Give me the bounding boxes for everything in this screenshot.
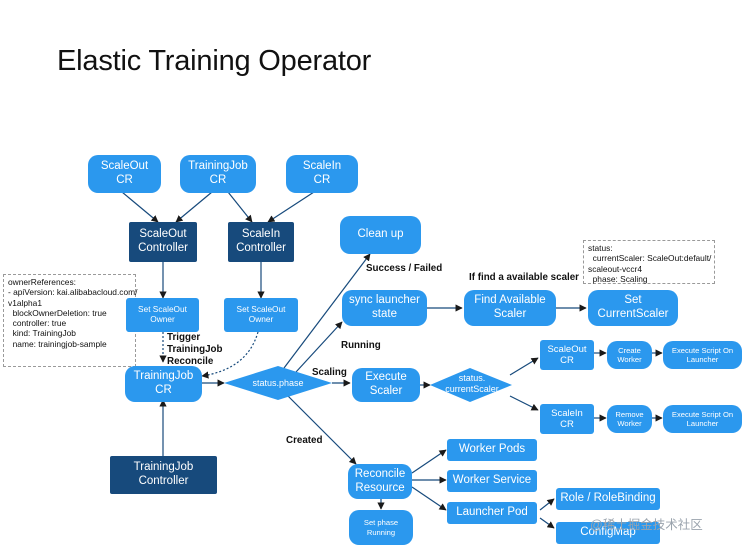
edge-phase-to-sync	[295, 321, 343, 373]
remove-worker-node: Remove Worker	[607, 405, 652, 433]
create-worker-node: Create Worker	[607, 341, 652, 369]
page-title: Elastic Training Operator	[57, 45, 372, 77]
status-note: status: currentScaler: ScaleOut:default/…	[583, 240, 715, 284]
status-current-scaler-label: status. currentScaler	[445, 373, 499, 395]
scalein-cr-top-node: ScaleIn CR	[286, 155, 358, 193]
branch-scalein-cr-node: ScaleIn CR	[540, 404, 594, 434]
scalein-controller-node: ScaleIn Controller	[228, 222, 294, 262]
edge-trainingjob-cr-to-scaleout-controller	[175, 191, 213, 223]
clean-up-node: Clean up	[340, 216, 421, 254]
edge-launcher-to-role	[539, 498, 555, 511]
if-find-scaler-label: If find a available scaler	[469, 272, 579, 283]
branch-scaleout-cr-node: ScaleOut CR	[540, 340, 594, 370]
running-label: Running	[341, 340, 381, 351]
worker-service-node: Worker Service	[447, 470, 537, 492]
reconcile-resource-node: Reconcile Resource	[348, 464, 412, 499]
scaling-label: Scaling	[312, 367, 347, 378]
sync-launcher-state-node: sync launcher state	[342, 290, 427, 326]
edge-phase-to-reconcile	[287, 395, 357, 465]
edge-launcher-to-configmap	[539, 517, 555, 529]
owner-references-note: ownerReferences: - apiVersion: kai.aliba…	[3, 274, 137, 367]
find-available-scaler-node: Find Available Scaler	[464, 290, 556, 326]
watermark: @稀土掘金技术社区	[590, 518, 703, 532]
edge-current-to-scalein	[509, 395, 539, 411]
edge-current-to-scaleout	[509, 357, 539, 376]
scaleout-controller-node: ScaleOut Controller	[129, 222, 197, 262]
trainingjob-cr-top-node: TrainingJob CR	[180, 155, 256, 193]
edge-scalein-owner-to-trainingjob-cr	[201, 331, 259, 379]
created-label: Created	[286, 435, 323, 446]
launcher-pod-node: Launcher Pod	[447, 502, 537, 524]
execute-script-launcher-2-node: Execute Script On Launcher	[663, 405, 742, 433]
status-phase-label: status.phase	[252, 378, 304, 388]
configmap-node: ConfigMap	[556, 522, 660, 544]
edge-scaleout-cr-to-controller	[121, 191, 159, 223]
trainingjob-cr-node: TrainingJob CR	[125, 366, 202, 402]
set-scaleout-owner-node: Set ScaleOut Owner	[126, 298, 199, 332]
trigger-label: Trigger TrainingJob Reconcile	[167, 332, 223, 368]
worker-pods-node: Worker Pods	[447, 439, 537, 461]
edge-reconcile-to-worker-pods	[411, 449, 447, 474]
role-binding-node: Role / RoleBinding	[556, 488, 660, 510]
execute-scaler-node: Execute Scaler	[352, 368, 420, 402]
edge-trainingjob-cr-to-scalein-controller	[227, 191, 253, 223]
edge-scalein-cr-to-controller	[267, 191, 315, 223]
trainingjob-controller-node: TrainingJob Controller	[110, 456, 217, 494]
edge-reconcile-to-launcher-pod	[411, 486, 447, 511]
success-failed-label: Success / Failed	[366, 263, 443, 274]
scaleout-cr-node: ScaleOut CR	[88, 155, 161, 193]
status-current-scaler-diamond	[430, 368, 512, 402]
edge-phase-to-cleanup	[283, 253, 371, 369]
execute-script-launcher-1-node: Execute Script On Launcher	[663, 341, 742, 369]
status-phase-diamond	[224, 366, 332, 400]
set-current-scaler-node: Set CurrentScaler	[588, 290, 678, 326]
set-phase-running-node: Set phase Running	[349, 510, 413, 545]
set-scalein-owner-node: Set ScaleOut Owner	[224, 298, 298, 332]
